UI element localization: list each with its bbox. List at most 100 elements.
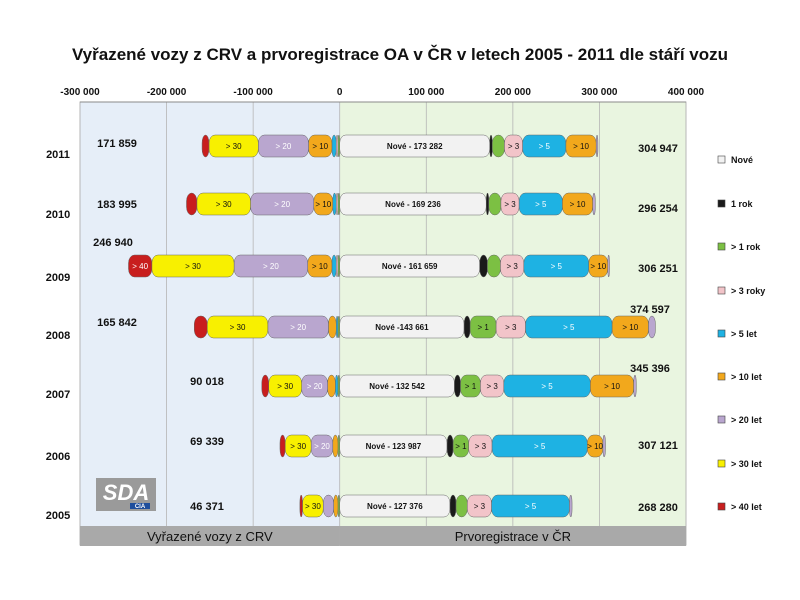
legend-label: > 20 let — [731, 415, 762, 425]
bar-scrapped--3-roky — [336, 192, 339, 216]
bar-label: > 10 — [622, 323, 638, 332]
bar-label: > 30 — [230, 323, 246, 332]
bar-scrapped--1-rok — [337, 434, 340, 458]
legend-swatch — [717, 286, 726, 295]
bar-label: > 3 — [506, 262, 518, 271]
registered-total: 374 597 — [630, 304, 670, 316]
bar-label: > 10 — [587, 442, 603, 451]
bottom-bands: Vyřazené vozy z CRV Prvoregistrace v ČR — [80, 526, 686, 546]
registered-total: 307 121 — [638, 440, 678, 452]
legend-label: > 5 let — [731, 329, 757, 339]
bar-label: > 10 — [573, 142, 589, 151]
bar-registered-1-rok — [489, 134, 493, 158]
right-band-label: Prvoregistrace v ČR — [455, 529, 571, 544]
legend-swatch — [717, 329, 726, 338]
legend-swatch — [717, 242, 726, 251]
logo-bar — [130, 503, 150, 509]
scrapped-total: 246 940 — [93, 237, 133, 249]
bar-label: > 1 — [455, 442, 467, 451]
bar-label: > 3 — [505, 323, 517, 332]
bar-label: > 30 — [226, 142, 242, 151]
bar-label: > 20 — [290, 323, 306, 332]
bar-scrapped--1-rok — [337, 192, 340, 216]
legend-label: > 3 roky — [731, 286, 765, 296]
left-band-label: Vyřazené vozy z CRV — [147, 529, 273, 544]
bar-scrapped--40-let — [201, 134, 210, 158]
bar-label: Nové - 127 376 — [367, 502, 423, 511]
bar-registered--20-let — [602, 434, 606, 458]
bar-label: > 10 — [590, 262, 606, 271]
legend-swatch — [717, 459, 726, 468]
scrapped-total: 46 371 — [190, 501, 224, 513]
bar-label: Nové - 161 659 — [382, 262, 438, 271]
bar-scrapped--1-rok — [337, 494, 340, 518]
bar-label: > 10 — [570, 200, 586, 209]
x-tick-label: -200 000 — [147, 87, 187, 98]
bar-label: > 20 — [314, 442, 330, 451]
x-tick-label: 100 000 — [408, 87, 445, 98]
bar-scrapped--1-rok — [337, 315, 340, 339]
year-label: 2006 — [46, 451, 70, 463]
bar-registered--20-let — [607, 254, 610, 278]
legend-label: 1 rok — [731, 199, 754, 209]
legend-label: > 30 let — [731, 459, 762, 469]
scrapped-total: 69 339 — [190, 436, 224, 448]
legend-swatch — [717, 502, 726, 511]
bar-label: Nové -143 661 — [375, 323, 429, 332]
bar-label: > 3 — [508, 142, 520, 151]
bar-scrapped--5-let — [336, 315, 339, 339]
bar-scrapped--5-let — [332, 192, 337, 216]
bar-label: > 20 — [307, 382, 323, 391]
bar-label: > 3 — [504, 200, 516, 209]
bar-registered-1-rok — [463, 315, 471, 339]
bar-registered-1-rok — [485, 192, 490, 216]
bar-registered-1-rok — [454, 374, 461, 398]
bar-registered-1-rok — [446, 434, 454, 458]
bar-scrapped--20-let — [323, 494, 334, 518]
year-label: 2005 — [46, 510, 70, 522]
x-tick-label: 400 000 — [668, 87, 705, 98]
registered-total: 268 280 — [638, 502, 678, 514]
bar-scrapped--1-rok — [337, 134, 340, 158]
logo-text: SDA — [103, 480, 149, 505]
bar-label: > 10 — [604, 382, 620, 391]
bar-label: > 5 — [539, 142, 551, 151]
year-label: 2007 — [46, 389, 70, 401]
x-tick-label: -300 000 — [60, 87, 100, 98]
bar-scrapped--40-let — [194, 315, 208, 339]
bar-label: > 1 — [477, 323, 489, 332]
registered-total: 304 947 — [638, 143, 678, 155]
legend-swatch — [717, 372, 726, 381]
bar-label: > 1 — [465, 382, 477, 391]
bar-registered--1-rok — [492, 134, 505, 158]
bar-scrapped--40-let — [186, 192, 198, 216]
bar-registered--20-let — [569, 494, 573, 518]
bar-label: > 5 — [525, 502, 537, 511]
x-tick-label: 0 — [337, 87, 343, 98]
scrapped-total: 165 842 — [97, 317, 137, 329]
bar-registered-1-rok — [479, 254, 488, 278]
bar-scrapped--5-let — [335, 374, 339, 398]
bar-scrapped--10-let — [332, 434, 339, 458]
year-label: 2010 — [46, 209, 70, 221]
bar-scrapped--1-rok — [337, 254, 340, 278]
bar-scrapped--3-roky — [336, 254, 339, 278]
bar-label: > 10 — [315, 200, 331, 209]
bar-registered--20-let — [592, 192, 596, 216]
bar-label: Nové - 169 236 — [385, 200, 441, 209]
bar-label: > 30 — [216, 200, 232, 209]
bar-label: > 30 — [290, 442, 306, 451]
legend-label: Nové — [731, 155, 753, 165]
bar-scrapped--3-roky — [336, 134, 339, 158]
bar-registered--1-rok — [487, 254, 501, 278]
bar-scrapped--10-let — [328, 315, 337, 339]
